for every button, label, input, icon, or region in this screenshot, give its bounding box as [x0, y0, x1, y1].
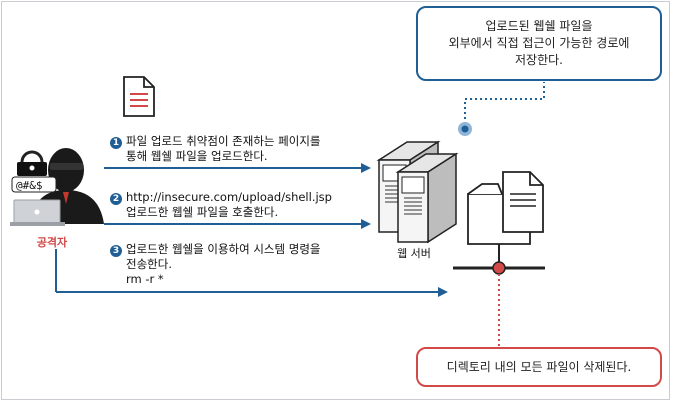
- callout-line: 디렉토리 내의 모든 파일이 삭제된다.: [446, 360, 632, 374]
- attacker-speech-bubble: [11, 176, 57, 193]
- step-1-number: 1: [110, 137, 122, 149]
- document-icon: [123, 76, 155, 117]
- step-2-number: 2: [110, 193, 122, 205]
- callout-line: 저장한다.: [515, 53, 563, 67]
- network-node: [492, 261, 506, 275]
- callout-delete-files: 디렉토리 내의 모든 파일이 삭제된다.: [416, 347, 662, 387]
- callout-line: 외부에서 직접 접근이 가능한 경로에: [448, 36, 630, 50]
- step-3-number: 3: [110, 245, 122, 257]
- web-server-label: 웹 서버: [397, 247, 431, 260]
- step-3-text: 업로드한 웹쉘을 이용하여 시스템 명령을 전송한다. rm -r *: [126, 242, 321, 286]
- attacker-figure: [10, 148, 104, 226]
- attacker-label: 공격자: [36, 236, 68, 249]
- step-2-text: http://insecure.com/upload/shell.jsp 업로드…: [126, 190, 332, 219]
- callout-upload-path: 업로드된 웹쉘 파일을 외부에서 직접 접근이 가능한 경로에 저장한다.: [416, 6, 662, 81]
- top-dotted-connector: [464, 82, 545, 129]
- callout-line: 업로드된 웹쉘 파일을: [485, 19, 593, 33]
- step-1-text: 파일 업로드 취약점이 존재하는 페이지를 통해 웹쉘 파일을 업로드한다.: [126, 134, 321, 163]
- web-server-icon: [376, 140, 459, 244]
- folder-icon: [467, 171, 544, 245]
- attacker-speech-text: @#&$: [16, 179, 43, 192]
